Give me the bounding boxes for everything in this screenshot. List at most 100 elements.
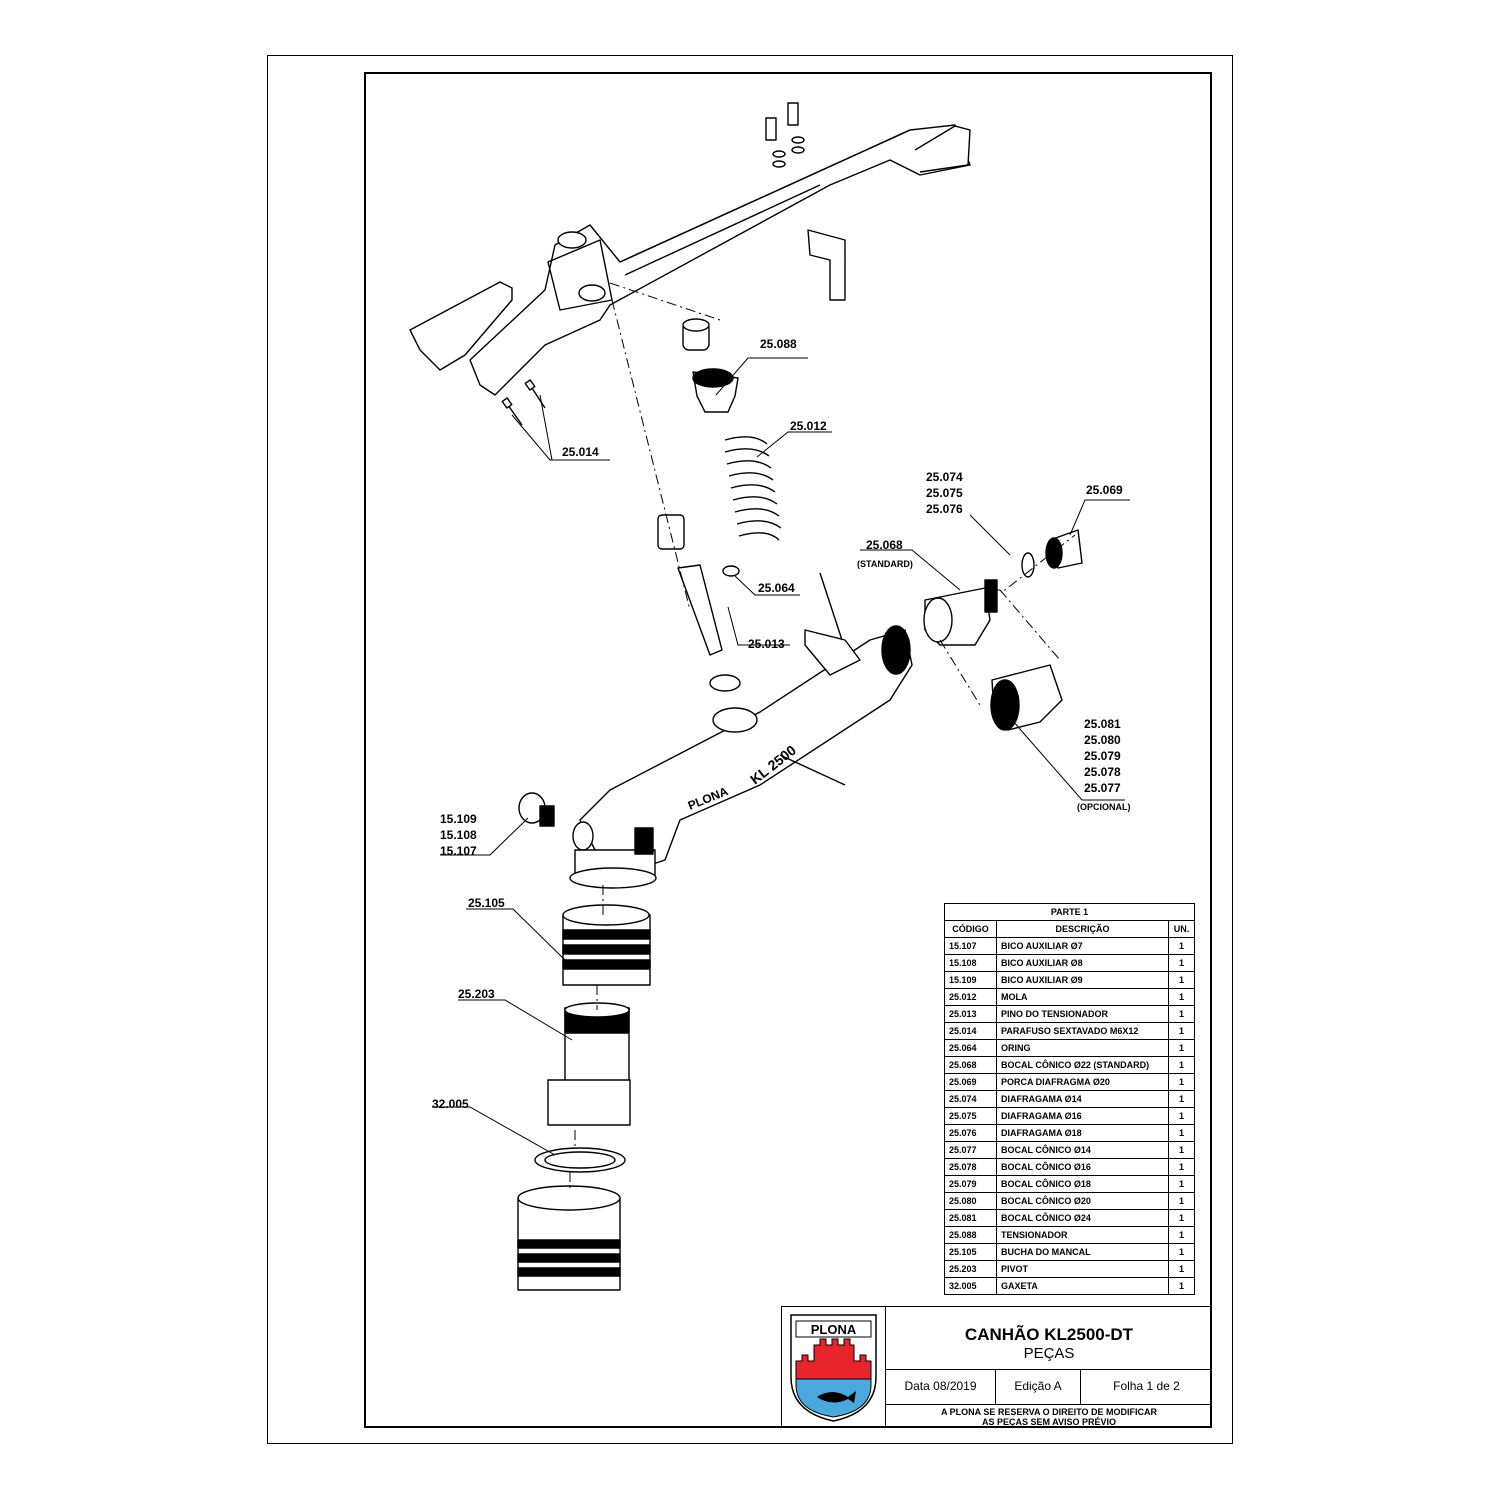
- callout-15109-group: 15.109 15.108 15.107: [440, 811, 477, 859]
- screws-25014: [501, 379, 546, 426]
- part-unit: 1: [1168, 1192, 1195, 1210]
- callout-25075: 25.075: [926, 486, 963, 500]
- callout-15108: 15.108: [440, 828, 477, 842]
- callout-25077: 25.077: [1084, 781, 1121, 795]
- part-code: 25.069: [944, 1073, 997, 1091]
- parts-table-caption: PARTE 1: [944, 903, 1195, 921]
- part-unit: 1: [1168, 1107, 1195, 1125]
- part-unit: 1: [1168, 971, 1195, 989]
- deflector-arm: [409, 124, 971, 396]
- part-code: 15.109: [944, 971, 997, 989]
- part-code: 25.078: [944, 1158, 997, 1176]
- callout-25013: 25.013: [748, 637, 785, 651]
- part-unit: 1: [1168, 954, 1195, 972]
- part-unit: 1: [1168, 1090, 1195, 1108]
- tensioner-25088: [692, 368, 739, 413]
- drawing-title-cell: CANHÃO KL2500-DT PEÇAS: [886, 1307, 1212, 1370]
- drawing-edition: Edição A: [996, 1369, 1081, 1404]
- part-description: DIAFRAGAMA Ø14: [996, 1090, 1169, 1108]
- part-description: BOCAL CÔNICO Ø16: [996, 1158, 1169, 1176]
- callout-25079: 25.079: [1084, 749, 1121, 763]
- part-code: 25.013: [944, 1005, 997, 1023]
- part-description: BICO AUXILIAR Ø9: [996, 971, 1169, 989]
- part-unit: 1: [1168, 1039, 1195, 1057]
- callout-25081: 25.081: [1084, 717, 1121, 731]
- drawing-frame: [364, 72, 1212, 1428]
- nut-25069: [1045, 529, 1083, 569]
- col-header-unit: UN.: [1168, 920, 1195, 938]
- part-description: BOCAL CÔNICO Ø20: [996, 1192, 1169, 1210]
- part-description: BOCAL CÔNICO Ø18: [996, 1175, 1169, 1193]
- nozzle-25068: [923, 579, 998, 646]
- part-code: 25.074: [944, 1090, 997, 1108]
- part-unit: 1: [1168, 1073, 1195, 1091]
- drawing-subtitle: PEÇAS: [1023, 1345, 1075, 1362]
- part-description: PIVOT: [996, 1260, 1169, 1278]
- part-description: BOCAL CÔNICO Ø22 (STANDARD): [996, 1056, 1169, 1074]
- pin-25013: [657, 514, 741, 692]
- callout-25014: 25.014: [562, 445, 599, 459]
- part-description: DIAFRAGAMA Ø18: [996, 1124, 1169, 1142]
- assembly-lines: [569, 282, 1076, 1190]
- callout-25080: 25.080: [1084, 733, 1121, 747]
- part-unit: 1: [1168, 1022, 1195, 1040]
- callout-25068-note: (STANDARD): [857, 559, 913, 569]
- part-description: TENSIONADOR: [996, 1226, 1169, 1244]
- disclaimer-line-1: A PLONA SE RESERVA O DIREITO DE MODIFICA…: [940, 1407, 1158, 1417]
- gasket-32005: [534, 1147, 626, 1173]
- part-unit: 1: [1168, 1243, 1195, 1261]
- part-code: 25.068: [944, 1056, 997, 1074]
- gun-body: [569, 572, 913, 889]
- callout-25105: 25.105: [468, 896, 505, 910]
- callout-25078: 25.078: [1084, 765, 1121, 779]
- callout-25074: 25.074: [926, 470, 963, 484]
- part-code: 25.088: [944, 1226, 997, 1244]
- part-unit: 1: [1168, 1141, 1195, 1159]
- part-code: 25.012: [944, 988, 997, 1006]
- drawing-sheet: Folha 1 de 2: [1113, 1379, 1180, 1393]
- callout-15107: 15.107: [440, 844, 477, 858]
- drawing-title: CANHÃO KL2500-DT: [964, 1325, 1134, 1344]
- part-description: PARAFUSO SEXTAVADO M6X12: [996, 1022, 1169, 1040]
- callout-15109: 15.109: [440, 812, 477, 826]
- callout-32005: 32.005: [432, 1097, 469, 1111]
- part-unit: 1: [1168, 1158, 1195, 1176]
- drawing-date: Data 08/2019: [886, 1369, 996, 1404]
- part-code: 25.079: [944, 1175, 997, 1193]
- part-code: 25.014: [944, 1022, 997, 1040]
- col-header-code: CÓDIGO: [944, 920, 997, 938]
- bushing-25105: [562, 904, 651, 986]
- part-description: BOCAL CÔNICO Ø24: [996, 1209, 1169, 1227]
- part-code: 25.081: [944, 1209, 997, 1227]
- callout-25068: 25.068: [866, 538, 903, 552]
- part-unit: 1: [1168, 1277, 1195, 1295]
- part-unit: 1: [1168, 1124, 1195, 1142]
- part-code: 25.064: [944, 1039, 997, 1057]
- leader-lines: [432, 357, 1130, 1156]
- part-code: 25.080: [944, 1192, 997, 1210]
- part-unit: 1: [1168, 1175, 1195, 1193]
- part-description: BICO AUXILIAR Ø7: [996, 937, 1169, 955]
- part-code: 32.005: [944, 1277, 997, 1295]
- callout-25203: 25.203: [458, 987, 495, 1001]
- logo-text: PLONA: [811, 1322, 857, 1337]
- part-code: 15.108: [944, 954, 997, 972]
- part-description: BICO AUXILIAR Ø8: [996, 954, 1169, 972]
- part-unit: 1: [1168, 988, 1195, 1006]
